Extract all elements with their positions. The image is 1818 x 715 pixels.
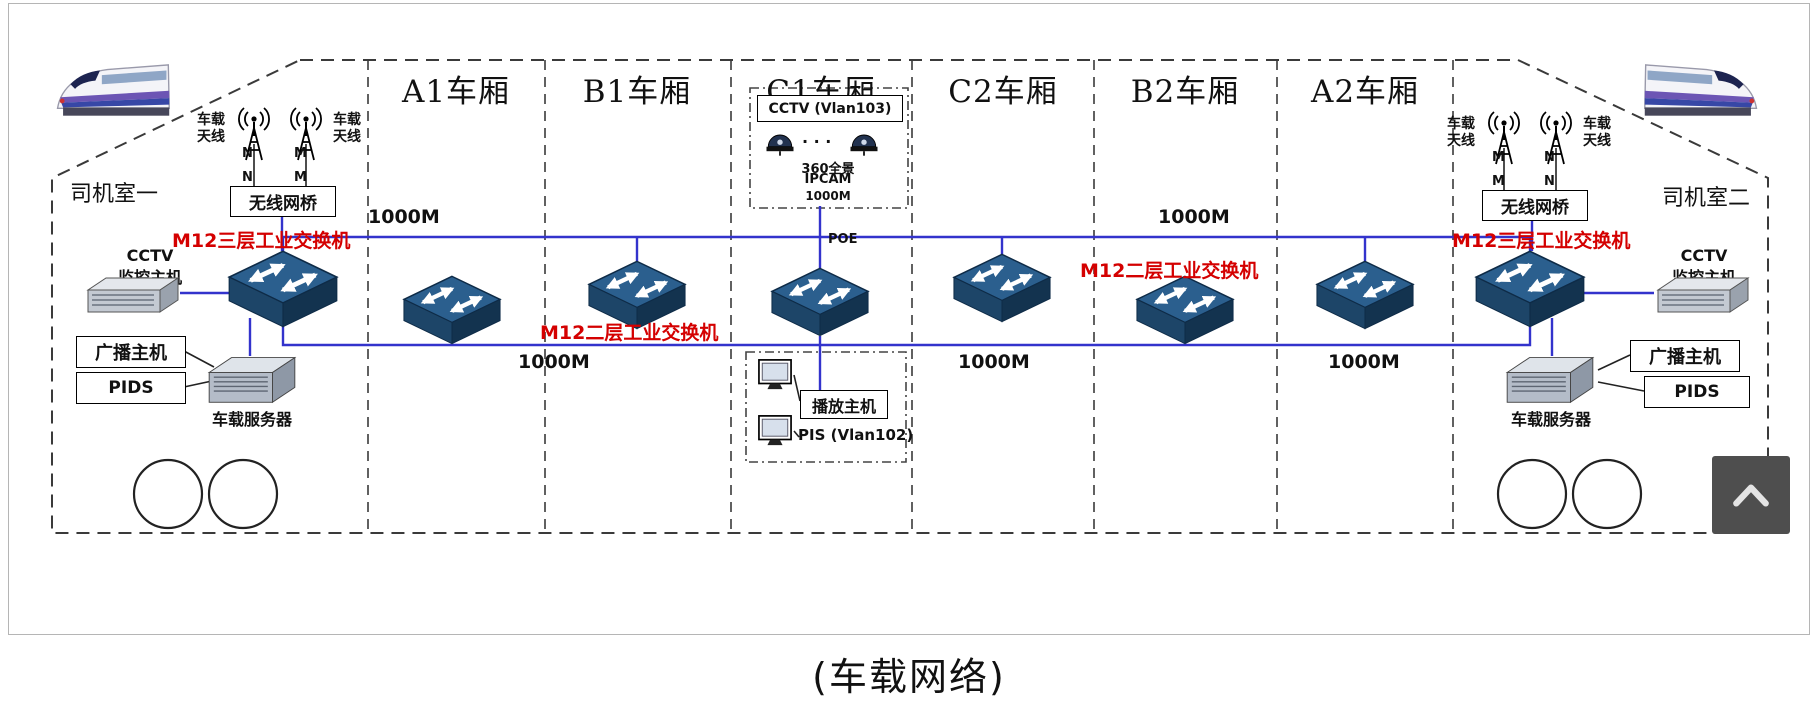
onboard-server-icon-left: [204, 352, 300, 406]
pis-monitor-icon: [756, 358, 794, 392]
l3-switch-icon-left: [227, 249, 339, 329]
scroll-to-top-button[interactable]: [1712, 456, 1790, 534]
pis-vlan102-label: PIS (Vlan102): [798, 426, 914, 444]
compartment-label-c2: C2车厢: [948, 74, 1058, 110]
port-label: N: [242, 170, 253, 185]
ipcam-label-line2: IPCAM: [804, 172, 852, 187]
diagram-caption: (车载网络): [812, 655, 1006, 699]
port-label: N: [242, 146, 253, 161]
compartment-label-a1: A1车厢: [401, 74, 511, 110]
port-label: M: [1492, 174, 1505, 189]
device-links: [183, 144, 1645, 438]
link-speed-label: 1000M: [1158, 206, 1230, 228]
port-label: M: [294, 146, 307, 161]
diagram-frame: [8, 3, 1810, 635]
more-cameras-dots: · · ·: [802, 132, 832, 151]
cab-left-title: 司机室一: [70, 182, 159, 207]
cctv-vlan103-title: CCTV (Vlan103): [757, 95, 903, 122]
broadcast-host-box-right: 广播主机: [1630, 340, 1740, 372]
cctv-vlan103-box: [749, 87, 909, 209]
pids-box-left: PIDS: [76, 372, 186, 404]
cctv-host-icon-left: [82, 274, 182, 320]
compartment-dividers: [367, 60, 1454, 533]
onboard-server-label-left: 车载服务器: [211, 410, 292, 429]
link-speed-label: 1000M: [518, 351, 590, 373]
cab-left-antenna-left-label: 车载天线: [197, 112, 225, 145]
port-label: M: [1492, 150, 1505, 165]
link-speed-label: 1000M: [1328, 351, 1400, 373]
port-label: N: [1544, 150, 1555, 165]
l2-switch-icon-c2: [952, 252, 1052, 324]
compartment-label-b1: B1车厢: [582, 74, 692, 110]
train-photo-left: [52, 48, 172, 128]
poe-label: POE: [828, 232, 858, 247]
compartment-label-a2: A2车厢: [1310, 74, 1420, 110]
cab-left-antenna-right-label: 车载天线: [333, 112, 361, 145]
link-speed-label: 1000M: [368, 206, 440, 228]
l3-switch-icon-right: [1474, 249, 1586, 329]
cab-right-title: 司机室二: [1662, 186, 1751, 211]
cab-right-antenna-right-label: 车载天线: [1583, 116, 1611, 149]
onboard-server-label-right: 车载服务器: [1510, 410, 1591, 429]
l2-switch-icon-a2: [1315, 259, 1415, 331]
l3-switch-label-right: M12三层工业交换机: [1452, 230, 1631, 252]
l2-switch-label-b2: M12二层工业交换机: [1080, 260, 1259, 282]
l2-switch-icon-c1: [770, 266, 870, 338]
compartment-label-b2: B2车厢: [1130, 74, 1240, 110]
backbone-links: [180, 206, 1654, 390]
ipcam-label-line1: 360全景: [801, 162, 855, 177]
ipcam-icon: [846, 130, 882, 158]
l2-switch-icon-b2: [1135, 274, 1235, 346]
l3-switch-label-left: M12三层工业交换机: [172, 230, 351, 252]
train-photo-right: [1642, 48, 1762, 128]
pis-monitor-icon: [756, 414, 794, 448]
l2-switch-icon-a1: [402, 274, 502, 346]
port-label: M: [294, 170, 307, 185]
wheels: [132, 458, 1643, 530]
onboard-server-icon-right: [1502, 352, 1598, 406]
cctv-host-label-line1-left: CCTV: [126, 246, 174, 265]
wireless-bridge-box-left: 无线网桥: [230, 186, 336, 217]
cctv-link-speed-label: 1000M: [805, 189, 851, 203]
wireless-bridge-box-right: 无线网桥: [1482, 190, 1588, 221]
chevron-up-icon: [1733, 484, 1769, 507]
cctv-host-icon-right: [1652, 274, 1752, 320]
cctv-host-label-line1-right: CCTV: [1680, 246, 1728, 265]
ipcam-icon: [762, 130, 798, 158]
player-host-box: 播放主机: [800, 390, 888, 419]
cab-right-antenna-left-label: 车载天线: [1447, 116, 1475, 149]
pids-box-right: PIDS: [1644, 376, 1750, 408]
pis-vlan102-box: [745, 351, 907, 463]
l2-switch-label-b1: M12二层工业交换机: [540, 322, 719, 344]
broadcast-host-box-left: 广播主机: [76, 336, 186, 368]
link-speed-label: 1000M: [958, 351, 1030, 373]
port-label: N: [1544, 174, 1555, 189]
